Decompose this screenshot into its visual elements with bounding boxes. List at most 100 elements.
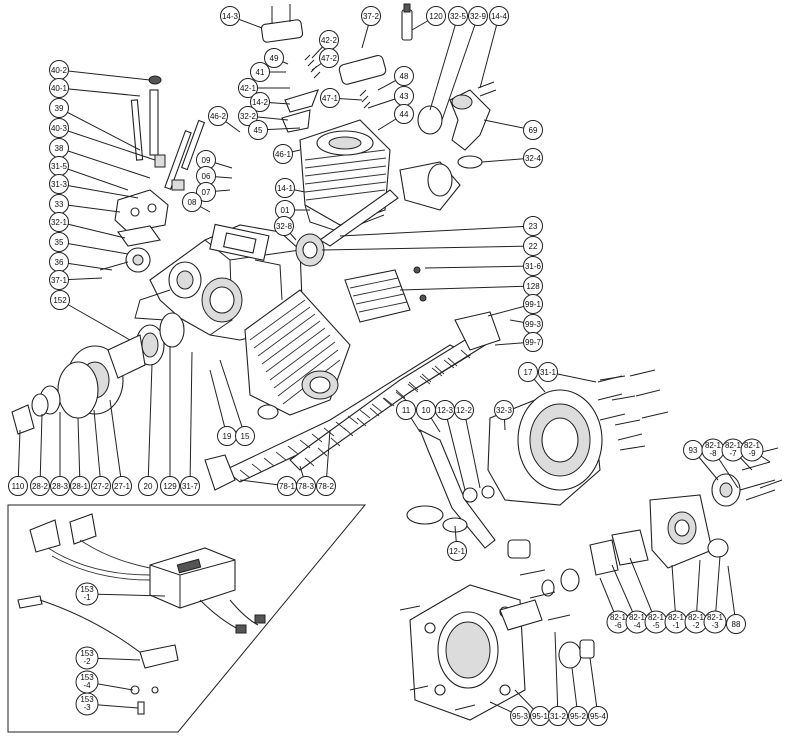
callout-99-3: 99-3: [509, 314, 543, 334]
callout-label: 153: [80, 649, 94, 658]
callout-bubble: [50, 476, 70, 496]
callout-12-2: 12-2: [454, 400, 481, 489]
callout-bubble: [523, 294, 543, 314]
callout-label: 82-1: [668, 613, 685, 622]
callout-label: -7: [729, 449, 737, 458]
callout-label: 82-1: [629, 613, 646, 622]
callout-153-2: 153-2: [75, 646, 141, 670]
callout-label: 82-1: [705, 441, 722, 450]
callout-label: 32-4: [525, 154, 542, 163]
callout-bubble: [568, 706, 588, 726]
callout-bubble: [274, 216, 294, 236]
callout-bubble: [248, 120, 268, 140]
callout-label: 129: [163, 482, 177, 491]
callout-leader: [189, 351, 193, 487]
callout-label: 41: [256, 68, 265, 77]
callout-leader: [58, 241, 129, 255]
callout-82-1-8: 82-1-8: [701, 438, 739, 489]
callout-bubble: [49, 98, 69, 118]
callout-bubble: [510, 706, 530, 726]
callout-leader: [58, 221, 126, 239]
callout-bubble: [319, 48, 339, 68]
callout-label: 32-3: [496, 406, 513, 415]
callout-bubble: [49, 78, 69, 98]
callout-bubble: [394, 104, 414, 124]
exhaust-headers: [204, 311, 501, 491]
callout-leader: [58, 147, 151, 179]
callout-31-3: 31-3: [49, 174, 139, 199]
callout-88: 88: [726, 565, 746, 634]
callout-leader: [58, 183, 139, 199]
callout-95-4: 95-4: [588, 657, 608, 726]
callout-39: 39: [49, 98, 141, 151]
callout-78-3: 78-3: [296, 465, 316, 496]
callout-22: 22: [321, 236, 543, 256]
callout-label: 31-6: [525, 262, 542, 271]
callout-129: 129: [160, 346, 180, 496]
callout-label: 10: [422, 406, 431, 415]
callout-82-1-6: 82-1-6: [599, 577, 630, 634]
callout-bubble: [49, 174, 69, 194]
callout-15: 15: [219, 359, 255, 446]
callout-28-1: 28-1: [70, 417, 90, 496]
callout-bubble: [489, 6, 509, 26]
callout-153-1: 153-1: [75, 582, 166, 606]
callout-bubble: [320, 88, 340, 108]
callout-bubble: [30, 476, 50, 496]
callout-06: 06: [196, 166, 233, 186]
callout-bubble: [296, 476, 316, 496]
callout-32-1: 32-1: [49, 212, 126, 239]
carburetor: [541, 473, 776, 597]
callout-28-3: 28-3: [50, 412, 70, 496]
callout-label: 32-9: [470, 12, 487, 21]
callout-41: 41: [250, 62, 286, 82]
callout-bubble: [180, 476, 200, 496]
callout-leader: [58, 203, 121, 213]
callout-bubble: [273, 144, 293, 164]
callout-label: 12-1: [449, 547, 466, 556]
cam-gear: [99, 247, 151, 273]
callout-label: 69: [529, 126, 538, 135]
callout-label: 28-1: [72, 482, 89, 491]
callout-42-1: 42-1: [238, 78, 290, 98]
callout-label: 153: [80, 695, 94, 704]
callout-bubble: [523, 332, 543, 352]
callout-label: 31-1: [540, 368, 557, 377]
callout-leader: [339, 225, 534, 237]
callout-leader: [219, 359, 246, 437]
callout-label: 46-1: [275, 150, 292, 159]
callout-label: 27-2: [93, 482, 110, 491]
callout-label: 47-2: [321, 54, 338, 63]
callout-36: 36: [49, 252, 113, 272]
callout-110: 110: [8, 429, 28, 496]
callout-31-7: 31-7: [180, 351, 200, 496]
callout-label: 99-7: [525, 338, 542, 347]
callout-bubble: [588, 706, 608, 726]
callout-label: 110: [12, 482, 25, 491]
callout-leader: [86, 593, 166, 597]
callout-label: 43: [400, 92, 409, 101]
callout-bubble: [726, 614, 746, 634]
callout-bubble: [740, 438, 764, 462]
callout-38: 38: [49, 138, 151, 179]
callout-32-3: 32-3: [494, 400, 514, 431]
callout-bubble: [208, 106, 228, 126]
callout-152: 152: [50, 290, 131, 341]
callout-82-1-7: 82-1-7: [721, 438, 753, 471]
callout-82-1-9: 82-1-9: [740, 438, 771, 463]
mounting-plate: [409, 584, 595, 721]
callout-bubble: [523, 120, 543, 140]
callout-label: 12-2: [456, 406, 473, 415]
callout-label: 14-2: [252, 98, 269, 107]
callout-label: 48: [400, 72, 409, 81]
callout-label: 35: [55, 238, 64, 247]
callout-bubble: [235, 426, 255, 446]
callout-label: 39: [55, 104, 64, 113]
callout-label: 82-1: [725, 441, 742, 450]
callout-label: 46-2: [210, 112, 227, 121]
callout-40-3: 40-3: [49, 118, 156, 161]
callout-08: 08: [182, 192, 211, 213]
callout-bubble: [518, 362, 538, 382]
callout-bubble: [49, 118, 69, 138]
callout-label: 20: [144, 482, 153, 491]
